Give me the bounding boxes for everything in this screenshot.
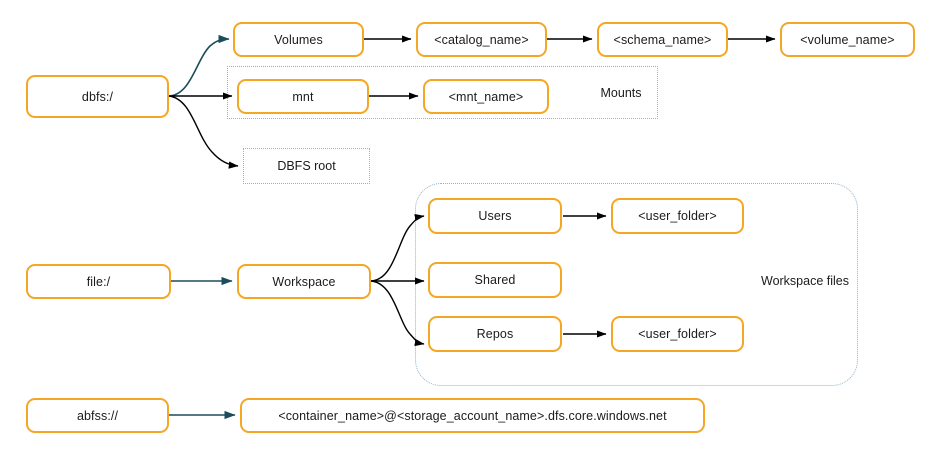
node-volumes[interactable]: Volumes	[233, 22, 364, 57]
node-users-folder[interactable]: <user_folder>	[611, 198, 744, 234]
node-workspace[interactable]: Workspace	[237, 264, 371, 299]
node-catalog-name[interactable]: <catalog_name>	[416, 22, 547, 57]
node-shared[interactable]: Shared	[428, 262, 562, 298]
node-repos[interactable]: Repos	[428, 316, 562, 352]
node-dbfs-uri[interactable]: dbfs:/	[26, 75, 169, 118]
node-mnt[interactable]: mnt	[237, 79, 369, 114]
node-abfss-path[interactable]: <container_name>@<storage_account_name>.…	[240, 398, 705, 433]
node-dbfs-root[interactable]: DBFS root	[243, 148, 370, 184]
workspace-files-group-label: Workspace files	[761, 274, 849, 288]
node-users[interactable]: Users	[428, 198, 562, 234]
node-mnt-name[interactable]: <mnt_name>	[423, 79, 549, 114]
node-schema-name[interactable]: <schema_name>	[597, 22, 728, 57]
node-file-uri[interactable]: file:/	[26, 264, 171, 299]
node-abfss-uri[interactable]: abfss://	[26, 398, 169, 433]
node-volume-name[interactable]: <volume_name>	[780, 22, 915, 57]
mounts-group-label: Mounts	[600, 86, 642, 100]
node-repos-folder[interactable]: <user_folder>	[611, 316, 744, 352]
